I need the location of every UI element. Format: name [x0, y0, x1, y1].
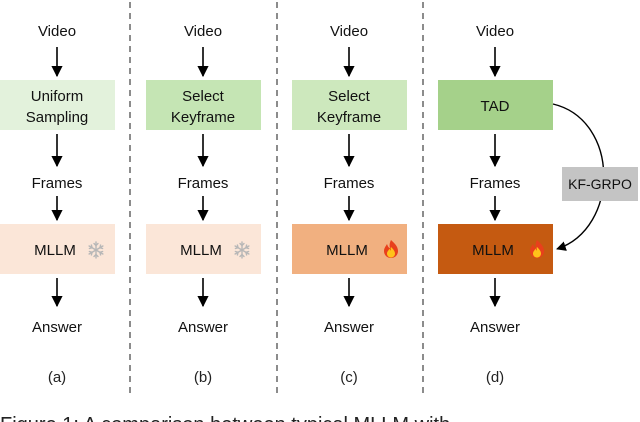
- panel-caption: (b): [194, 369, 212, 386]
- answer-label: Answer: [32, 319, 82, 336]
- panel-d: Video TAD Frames MLLM Answer (d) KF-GRPO: [438, 23, 638, 386]
- kf-grpo-box: [562, 167, 638, 201]
- mllm-label: MLLM: [180, 242, 222, 259]
- tad-box: [438, 80, 553, 130]
- mllm-label: MLLM: [326, 242, 368, 259]
- panel-b: Video Select Keyframe Frames MLLM Answer…: [146, 23, 261, 386]
- answer-label: Answer: [324, 319, 374, 336]
- answer-label: Answer: [178, 319, 228, 336]
- panel-caption: (c): [340, 369, 358, 386]
- select-keyframe-line1: Select: [328, 88, 371, 105]
- uniform-sampling-box: [0, 80, 115, 130]
- mllm-label: MLLM: [472, 242, 514, 259]
- select-keyframe-line2: Keyframe: [171, 109, 235, 126]
- panel-c: Video Select Keyframe Frames MLLM Answer…: [292, 23, 407, 386]
- uniform-sampling-line1: Uniform: [31, 88, 84, 105]
- video-label: Video: [330, 23, 368, 40]
- video-label: Video: [38, 23, 76, 40]
- frames-label: Frames: [178, 175, 229, 192]
- kf-grpo-label: KF-GRPO: [568, 176, 632, 192]
- select-keyframe-box: [292, 80, 407, 130]
- mllm-label: MLLM: [34, 242, 76, 259]
- select-keyframe-box: [146, 80, 261, 130]
- uniform-sampling-line2: Sampling: [26, 109, 89, 126]
- frames-label: Frames: [470, 175, 521, 192]
- select-keyframe-line2: Keyframe: [317, 109, 381, 126]
- panel-a: Video Uniform Sampling Frames MLLM Answe…: [0, 23, 115, 386]
- panel-caption: (a): [48, 369, 66, 386]
- answer-label: Answer: [470, 319, 520, 336]
- figure-caption: Figure 1: A comparison between typical M…: [0, 414, 450, 422]
- select-keyframe-line1: Select: [182, 88, 225, 105]
- tad-label: TAD: [481, 98, 510, 115]
- video-label: Video: [476, 23, 514, 40]
- frames-label: Frames: [324, 175, 375, 192]
- panel-caption: (d): [486, 369, 504, 386]
- video-label: Video: [184, 23, 222, 40]
- frames-label: Frames: [32, 175, 83, 192]
